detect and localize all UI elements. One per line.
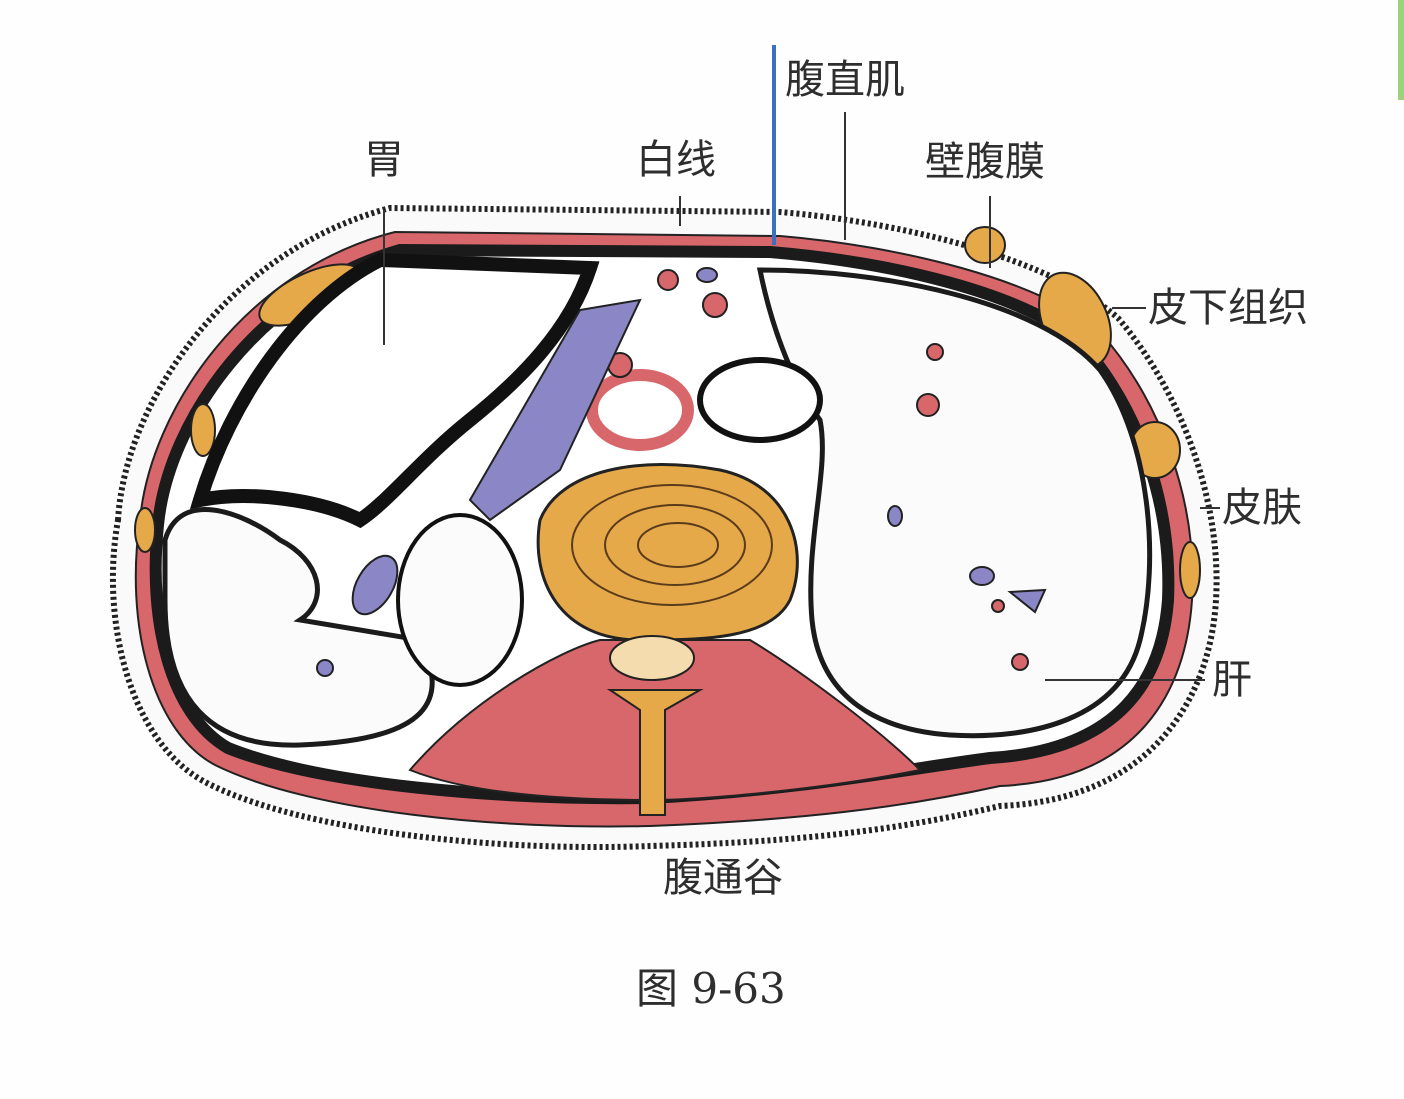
kidney — [396, 513, 524, 687]
spinal-canal — [609, 635, 695, 681]
stomach — [189, 252, 600, 529]
figure-caption: 图 9-63 — [636, 964, 786, 1013]
fat-deposit — [1179, 541, 1201, 599]
label-subcutaneous-tissue: 皮下组织 — [1148, 285, 1308, 331]
fat-deposit — [190, 403, 216, 457]
label-parietal-peritoneum: 壁腹膜 — [925, 139, 1045, 185]
ivc — [697, 357, 823, 443]
label-skin: 皮肤 — [1222, 485, 1302, 531]
fat-deposit — [134, 507, 156, 553]
fat-deposit — [964, 226, 1006, 264]
label-rectus-abdominis: 腹直肌 — [785, 57, 905, 103]
liver — [756, 267, 1153, 739]
label-liver: 肝 — [1212, 657, 1252, 703]
label-linea-alba: 白线 — [636, 137, 716, 183]
spinous-process — [606, 689, 704, 816]
page-edge-mark — [1398, 0, 1404, 100]
label-stomach: 胃 — [364, 137, 404, 183]
vertebral-body — [536, 462, 799, 642]
aorta — [586, 369, 694, 451]
label-futonggu: 腹通谷 — [663, 855, 783, 901]
